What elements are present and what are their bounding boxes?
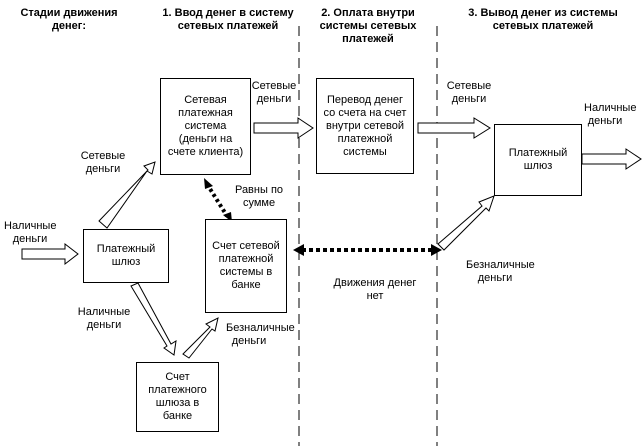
payment-gateway-right-box: Платежный шлюз	[494, 124, 582, 196]
header-stage-1: 1. Ввод денег в систему сетевых платежей	[162, 7, 294, 32]
cash-in-label: Наличные деньги	[4, 220, 57, 245]
cash-in-arrow	[21, 242, 79, 266]
cash-down-label: Наличные деньги	[77, 306, 131, 331]
header-stage-2: 2. Оплата внутри системы сетевых платеже…	[319, 7, 417, 45]
equal-link-head-top	[204, 178, 213, 189]
network-payment-system-box: Сетевая платежная система (деньги на сче…	[160, 78, 251, 175]
equal-sum-label: Равны по сумме	[234, 184, 284, 209]
equal-link-line	[205, 182, 229, 218]
network-money-up-label: Сетевые деньги	[80, 150, 126, 175]
header-stages: Стадии движения денег:	[20, 7, 118, 32]
transfer-box: Перевод денег со счета на счет внутри се…	[316, 78, 414, 174]
cash-out-arrow	[581, 148, 642, 170]
no-movement-head-right	[431, 244, 442, 256]
cash-down-arrow	[130, 282, 177, 356]
noncash-up-label: Безналичные деньги	[226, 322, 295, 347]
cash-out-label: Наличные деньги	[584, 102, 637, 127]
noncash-right-arrow	[437, 195, 495, 251]
gateway-bank-account-box: Счет платежного шлюза в банке	[136, 362, 219, 432]
network-money-up-arrow	[98, 161, 156, 229]
no-money-movement-label: Движения денег нет	[333, 277, 417, 302]
network-money-arrow-2	[417, 117, 491, 139]
noncash-up-arrow	[182, 317, 219, 359]
no-movement-head-left	[293, 244, 304, 256]
network-money-label-2: Сетевые деньги	[446, 80, 492, 105]
network-system-bank-account-box: Счет сетевой платежной системы в банке	[205, 219, 287, 313]
noncash-right-label: Безналичные деньги	[466, 259, 535, 284]
header-stage-3: 3. Вывод денег из системы сетевых платеж…	[468, 7, 618, 32]
network-money-arrow-1	[253, 117, 314, 139]
network-money-label-1: Сетевые деньги	[251, 80, 297, 105]
payment-gateway-left-box: Платежный шлюз	[83, 229, 169, 283]
